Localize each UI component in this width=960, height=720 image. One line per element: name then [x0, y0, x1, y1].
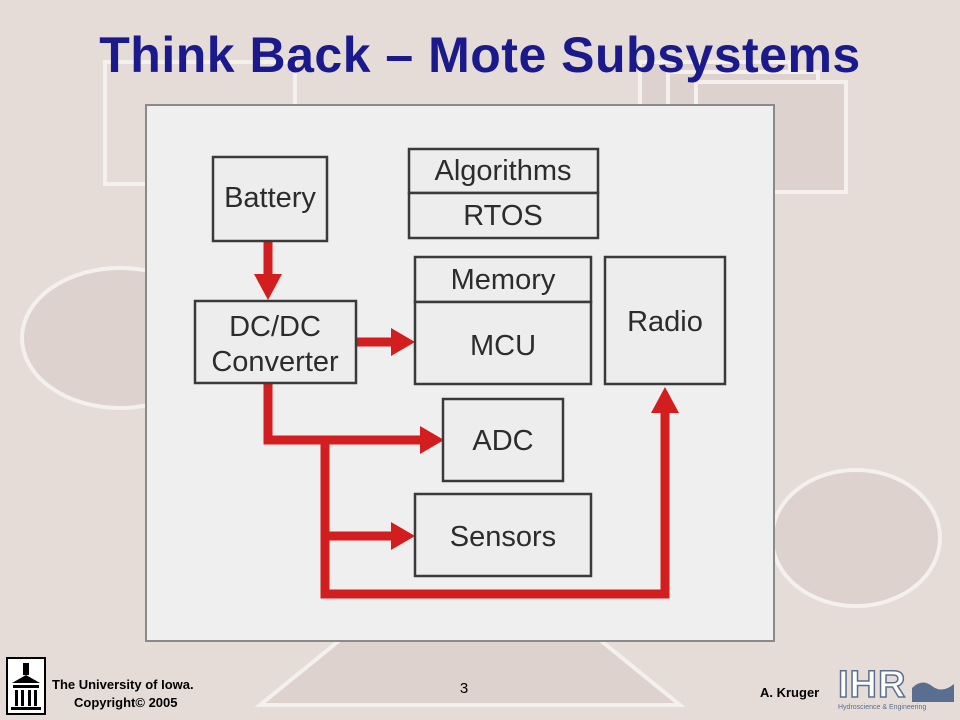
university-logo-icon: [6, 657, 46, 715]
dcdc-to-adc-line: [263, 384, 422, 445]
mcu-block: MCU: [413, 300, 593, 386]
sensors-block: Sensors: [413, 492, 593, 578]
arrow-into-mcu: [391, 328, 415, 356]
wave-icon: [912, 682, 954, 702]
radio-block: Radio: [603, 255, 727, 386]
ihr-logo-text: IHR: [837, 663, 907, 707]
rtos-label: RTOS: [463, 200, 543, 232]
rtos-block: RTOS: [407, 191, 600, 240]
arrow-into-adc: [420, 426, 444, 454]
arrow-into-radio: [651, 387, 679, 413]
algorithms-label: Algorithms: [435, 155, 572, 187]
subsystem-diagram: Battery Algorithms RTOS Memory MCU Radio…: [145, 104, 775, 642]
memory-label: Memory: [451, 264, 556, 296]
adc-block: ADC: [441, 397, 565, 483]
dcdc-label-line2: Converter: [211, 346, 339, 378]
battery-block: Battery: [211, 155, 329, 243]
mcu-label: MCU: [470, 330, 536, 362]
page-number: 3: [459, 680, 469, 697]
arrow-into-sensors: [391, 522, 415, 550]
dcdc-label-line1: DC/DC: [229, 311, 321, 343]
branch-to-sensors-line: [320, 411, 670, 599]
radio-label: Radio: [627, 306, 703, 338]
algorithms-block: Algorithms: [407, 147, 600, 195]
adc-label: ADC: [472, 425, 533, 457]
ihr-logo-subtext: Hydroscience & Engineering: [838, 704, 927, 711]
battery-label: Battery: [224, 182, 316, 214]
memory-block: Memory: [413, 255, 593, 304]
power-connectors: [263, 242, 670, 599]
author-name: A. Kruger: [760, 685, 820, 700]
slide-title: Think Back – Mote Subsystems: [99, 27, 861, 83]
dcdc-converter-block: DC/DC Converter: [193, 299, 358, 385]
arrowheads: [254, 274, 679, 550]
sensors-label: Sensors: [450, 521, 556, 553]
university-name: The University of Iowa.: [52, 677, 194, 692]
ihr-logo: IHR Hydroscience & Engineering: [837, 663, 954, 716]
copyright-text: Copyright© 2005: [74, 695, 178, 710]
diagram-canvas: Battery Algorithms RTOS Memory MCU Radio…: [193, 147, 727, 599]
arrow-into-dcdc: [254, 274, 282, 300]
